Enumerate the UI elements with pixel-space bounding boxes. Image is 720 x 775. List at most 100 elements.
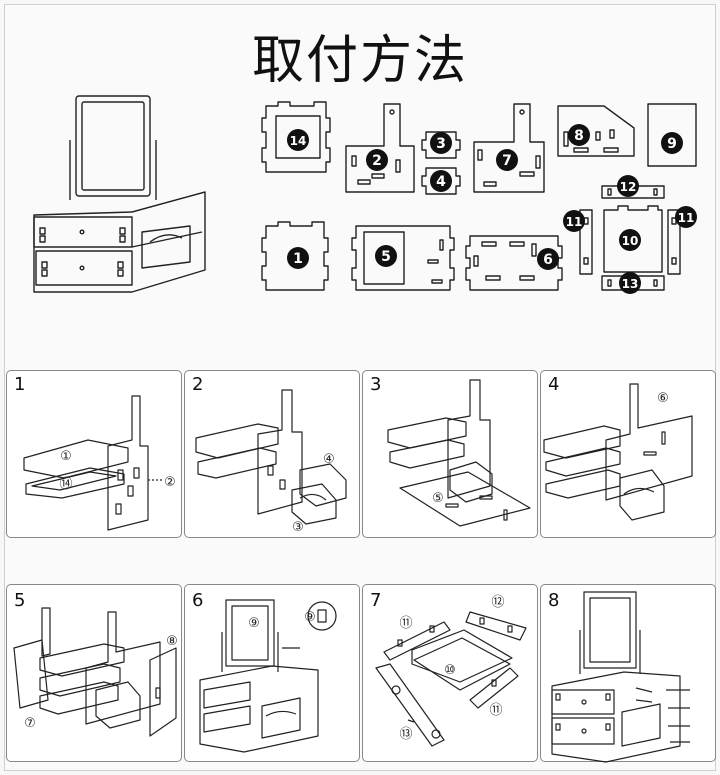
part-10-badge-label: 10 xyxy=(622,234,639,248)
part-14-badge-circle xyxy=(287,129,309,151)
step-8-number: 8 xyxy=(548,590,560,611)
part-13-badge-circle xyxy=(619,272,641,294)
step-5-number: 5 xyxy=(14,590,26,611)
step-panel-6 xyxy=(184,584,360,762)
part-11-right-badge: 11 xyxy=(675,206,697,228)
step-panel-8 xyxy=(540,584,716,762)
part-11-left-badge: 11 xyxy=(563,210,585,232)
part-3-shape xyxy=(421,131,461,159)
part-12-badge-label: 12 xyxy=(620,180,637,194)
part-11-left-shape xyxy=(579,209,593,275)
step-1-callout-3: ② xyxy=(164,475,176,490)
step-panel-1 xyxy=(6,370,182,538)
part-9-shape xyxy=(647,103,697,167)
step-2-callout-1: ④ xyxy=(323,452,335,467)
step-2-number: 2 xyxy=(192,374,204,395)
part-9-badge-circle xyxy=(661,132,683,154)
part-3-badge-circle xyxy=(430,132,452,154)
step-3-callout-1: ⑤ xyxy=(432,491,444,506)
step-panel-7 xyxy=(362,584,538,762)
step-6-callout-2: ⑨ xyxy=(304,610,316,625)
part-8-shape xyxy=(557,105,635,157)
step-panel-5 xyxy=(6,584,182,762)
part-3-badge: 3 xyxy=(430,132,452,154)
part-7-shape xyxy=(473,103,545,193)
step-2-callout-2: ③ xyxy=(292,520,304,535)
part-7-badge-label: 7 xyxy=(502,153,512,169)
step-1-callout-2: ⑭ xyxy=(59,477,72,492)
part-6-badge-circle xyxy=(537,248,559,270)
part-2-badge-circle xyxy=(366,149,388,171)
part-5-shape xyxy=(351,225,455,291)
step-6-number: 6 xyxy=(192,590,204,611)
step-4-callout-1: ⑥ xyxy=(657,391,669,406)
step-1-number: 1 xyxy=(14,374,26,395)
part-12-badge: 12 xyxy=(617,175,639,197)
part-1-badge-circle xyxy=(287,247,309,269)
part-2-badge: 2 xyxy=(366,149,388,171)
part-12-badge-circle xyxy=(617,175,639,197)
part-9-badge-label: 9 xyxy=(667,136,677,152)
part-14-shape xyxy=(261,101,331,173)
step-4-number: 4 xyxy=(548,374,560,395)
step-7-callout-5: ⑬ xyxy=(399,727,412,742)
part-2-shape xyxy=(345,103,415,193)
part-1-badge: 1 xyxy=(287,247,309,269)
part-11-left-badge-circle xyxy=(563,210,585,232)
part-13-badge-label: 13 xyxy=(622,277,639,291)
step-7-callout-2: ⑫ xyxy=(491,595,504,610)
step-1-callout-1: ① xyxy=(60,449,72,464)
part-3-badge-label: 3 xyxy=(436,136,446,152)
part-7-badge-circle xyxy=(496,149,518,171)
part-4-shape xyxy=(421,167,461,195)
step-3-number: 3 xyxy=(370,374,382,395)
step-8-drawing xyxy=(551,591,690,763)
step-4-drawing xyxy=(543,383,693,521)
step-7-number: 7 xyxy=(370,590,382,611)
step-7-callout-4: ⑪ xyxy=(489,703,502,718)
part-6-shape xyxy=(465,235,563,291)
step-7-callout-1: ⑪ xyxy=(399,616,412,631)
step-panel-4 xyxy=(540,370,716,538)
step-1-drawing xyxy=(23,395,164,531)
part-8-badge-circle xyxy=(568,124,590,146)
part-10-badge: 10 xyxy=(619,229,641,251)
part-8-badge-label: 8 xyxy=(574,128,584,144)
step-7-callout-3: ⑩ xyxy=(444,663,456,678)
part-4-badge: 4 xyxy=(430,170,452,192)
part-10-badge-circle xyxy=(619,229,641,251)
part-10-shape xyxy=(603,205,663,273)
part-9-badge: 9 xyxy=(661,132,683,154)
part-5-badge-label: 5 xyxy=(381,249,391,265)
part-1-shape xyxy=(261,221,329,291)
part-11-left-badge-label: 11 xyxy=(566,215,583,229)
part-13-badge: 13 xyxy=(619,272,641,294)
step-panel-3 xyxy=(362,370,538,538)
part-11-right-badge-circle xyxy=(675,206,697,228)
part-4-badge-circle xyxy=(430,170,452,192)
part-6-badge-label: 6 xyxy=(543,252,553,268)
step-6-callout-1: ⑨ xyxy=(248,616,260,631)
step-5-callout-2: ⑦ xyxy=(24,716,36,731)
step-3-drawing xyxy=(387,379,531,527)
step-5-callout-1: ⑧ xyxy=(166,634,178,649)
step-2-drawing xyxy=(195,389,347,525)
part-6-badge: 6 xyxy=(537,248,559,270)
part-5-badge-circle xyxy=(375,245,397,267)
assembled-product-illustration xyxy=(33,95,206,293)
step-7-drawing xyxy=(375,611,527,747)
step-6-drawing xyxy=(199,599,337,753)
part-11-right-badge-label: 11 xyxy=(678,211,695,225)
part-8-badge: 8 xyxy=(568,124,590,146)
part-1-badge-label: 1 xyxy=(293,251,303,267)
part-2-badge-label: 2 xyxy=(372,153,382,169)
part-4-badge-label: 4 xyxy=(436,174,446,190)
part-14-badge-label: 14 xyxy=(290,134,307,148)
part-5-badge: 5 xyxy=(375,245,397,267)
page-title: 取付方法 xyxy=(251,31,468,91)
part-7-badge: 7 xyxy=(496,149,518,171)
